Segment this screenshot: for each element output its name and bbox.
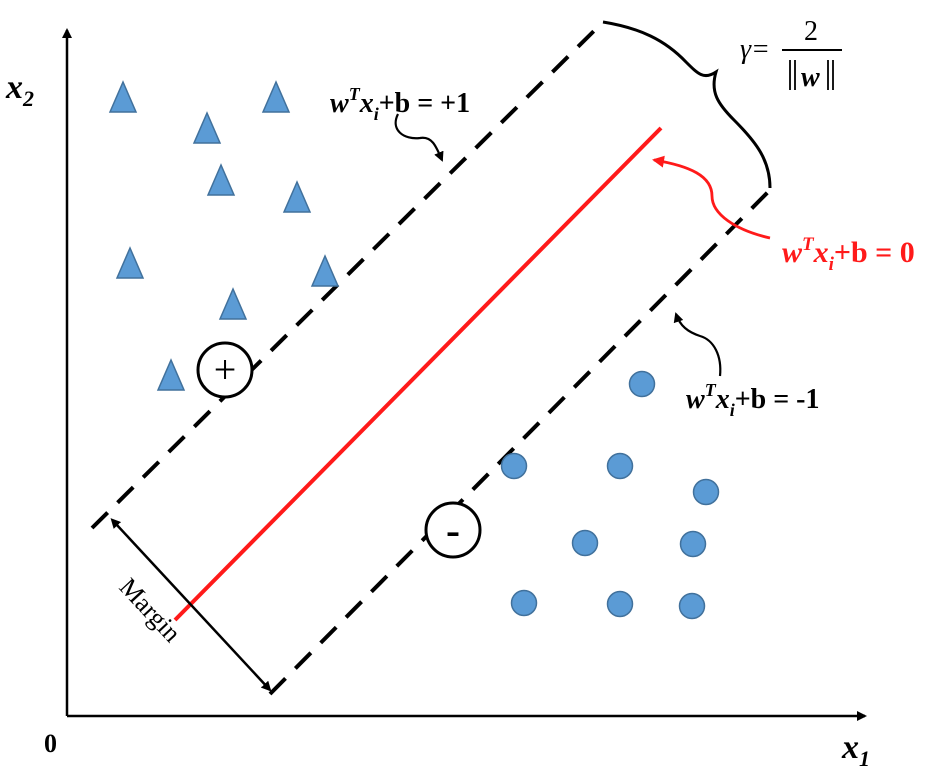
positive-class-points bbox=[108, 80, 340, 391]
circle-point bbox=[678, 592, 706, 620]
minus-symbol: - bbox=[446, 508, 460, 554]
triangle-point bbox=[206, 163, 236, 196]
circle-point bbox=[571, 529, 599, 557]
plus-symbol: + bbox=[214, 347, 237, 392]
circle-point bbox=[606, 590, 634, 618]
circle-point bbox=[606, 452, 634, 480]
plus-circle bbox=[196, 341, 254, 399]
hyperplane-pointer bbox=[652, 155, 771, 240]
triangle-point bbox=[261, 80, 291, 113]
circle-point bbox=[500, 452, 528, 480]
positive-class-marker: + bbox=[196, 341, 254, 399]
triangle-point bbox=[218, 287, 248, 320]
gamma-symbol: γ= bbox=[740, 34, 770, 65]
circle-point bbox=[679, 530, 707, 558]
gamma-brace bbox=[602, 20, 772, 189]
negative-class-points bbox=[500, 370, 720, 620]
upper-equation-pointer bbox=[394, 113, 444, 162]
triangle-point bbox=[115, 246, 145, 279]
triangle-point bbox=[282, 180, 312, 213]
lower-margin-line bbox=[268, 188, 772, 696]
margin-arrow bbox=[110, 518, 272, 692]
negative-class-marker: - bbox=[424, 501, 482, 559]
x-axis-label: x1 bbox=[841, 729, 870, 771]
gamma-formula: γ= 2 w bbox=[740, 16, 842, 93]
lower-equation-pointer bbox=[673, 312, 722, 377]
triangle-point bbox=[156, 358, 186, 391]
axes bbox=[62, 28, 867, 721]
upper-margin-equation: wTxi+b = +1 bbox=[330, 84, 470, 124]
gamma-denominator: w bbox=[801, 62, 820, 93]
origin-label: 0 bbox=[44, 729, 57, 758]
lower-margin-equation: wTxi+b = -1 bbox=[686, 380, 820, 420]
minus-circle bbox=[424, 501, 482, 559]
margin-label: Margin bbox=[114, 572, 187, 647]
upper-margin-line bbox=[90, 20, 605, 530]
circle-point bbox=[510, 589, 538, 617]
triangle-point bbox=[192, 111, 222, 144]
y-axis-label: x2 bbox=[5, 69, 34, 111]
triangle-point bbox=[108, 80, 138, 113]
triangle-point bbox=[310, 254, 340, 287]
circle-point bbox=[628, 370, 656, 398]
hyperplane-equation: wTxi+b = 0 bbox=[782, 234, 915, 275]
gamma-numerator: 2 bbox=[804, 16, 818, 47]
circle-point bbox=[692, 478, 720, 506]
